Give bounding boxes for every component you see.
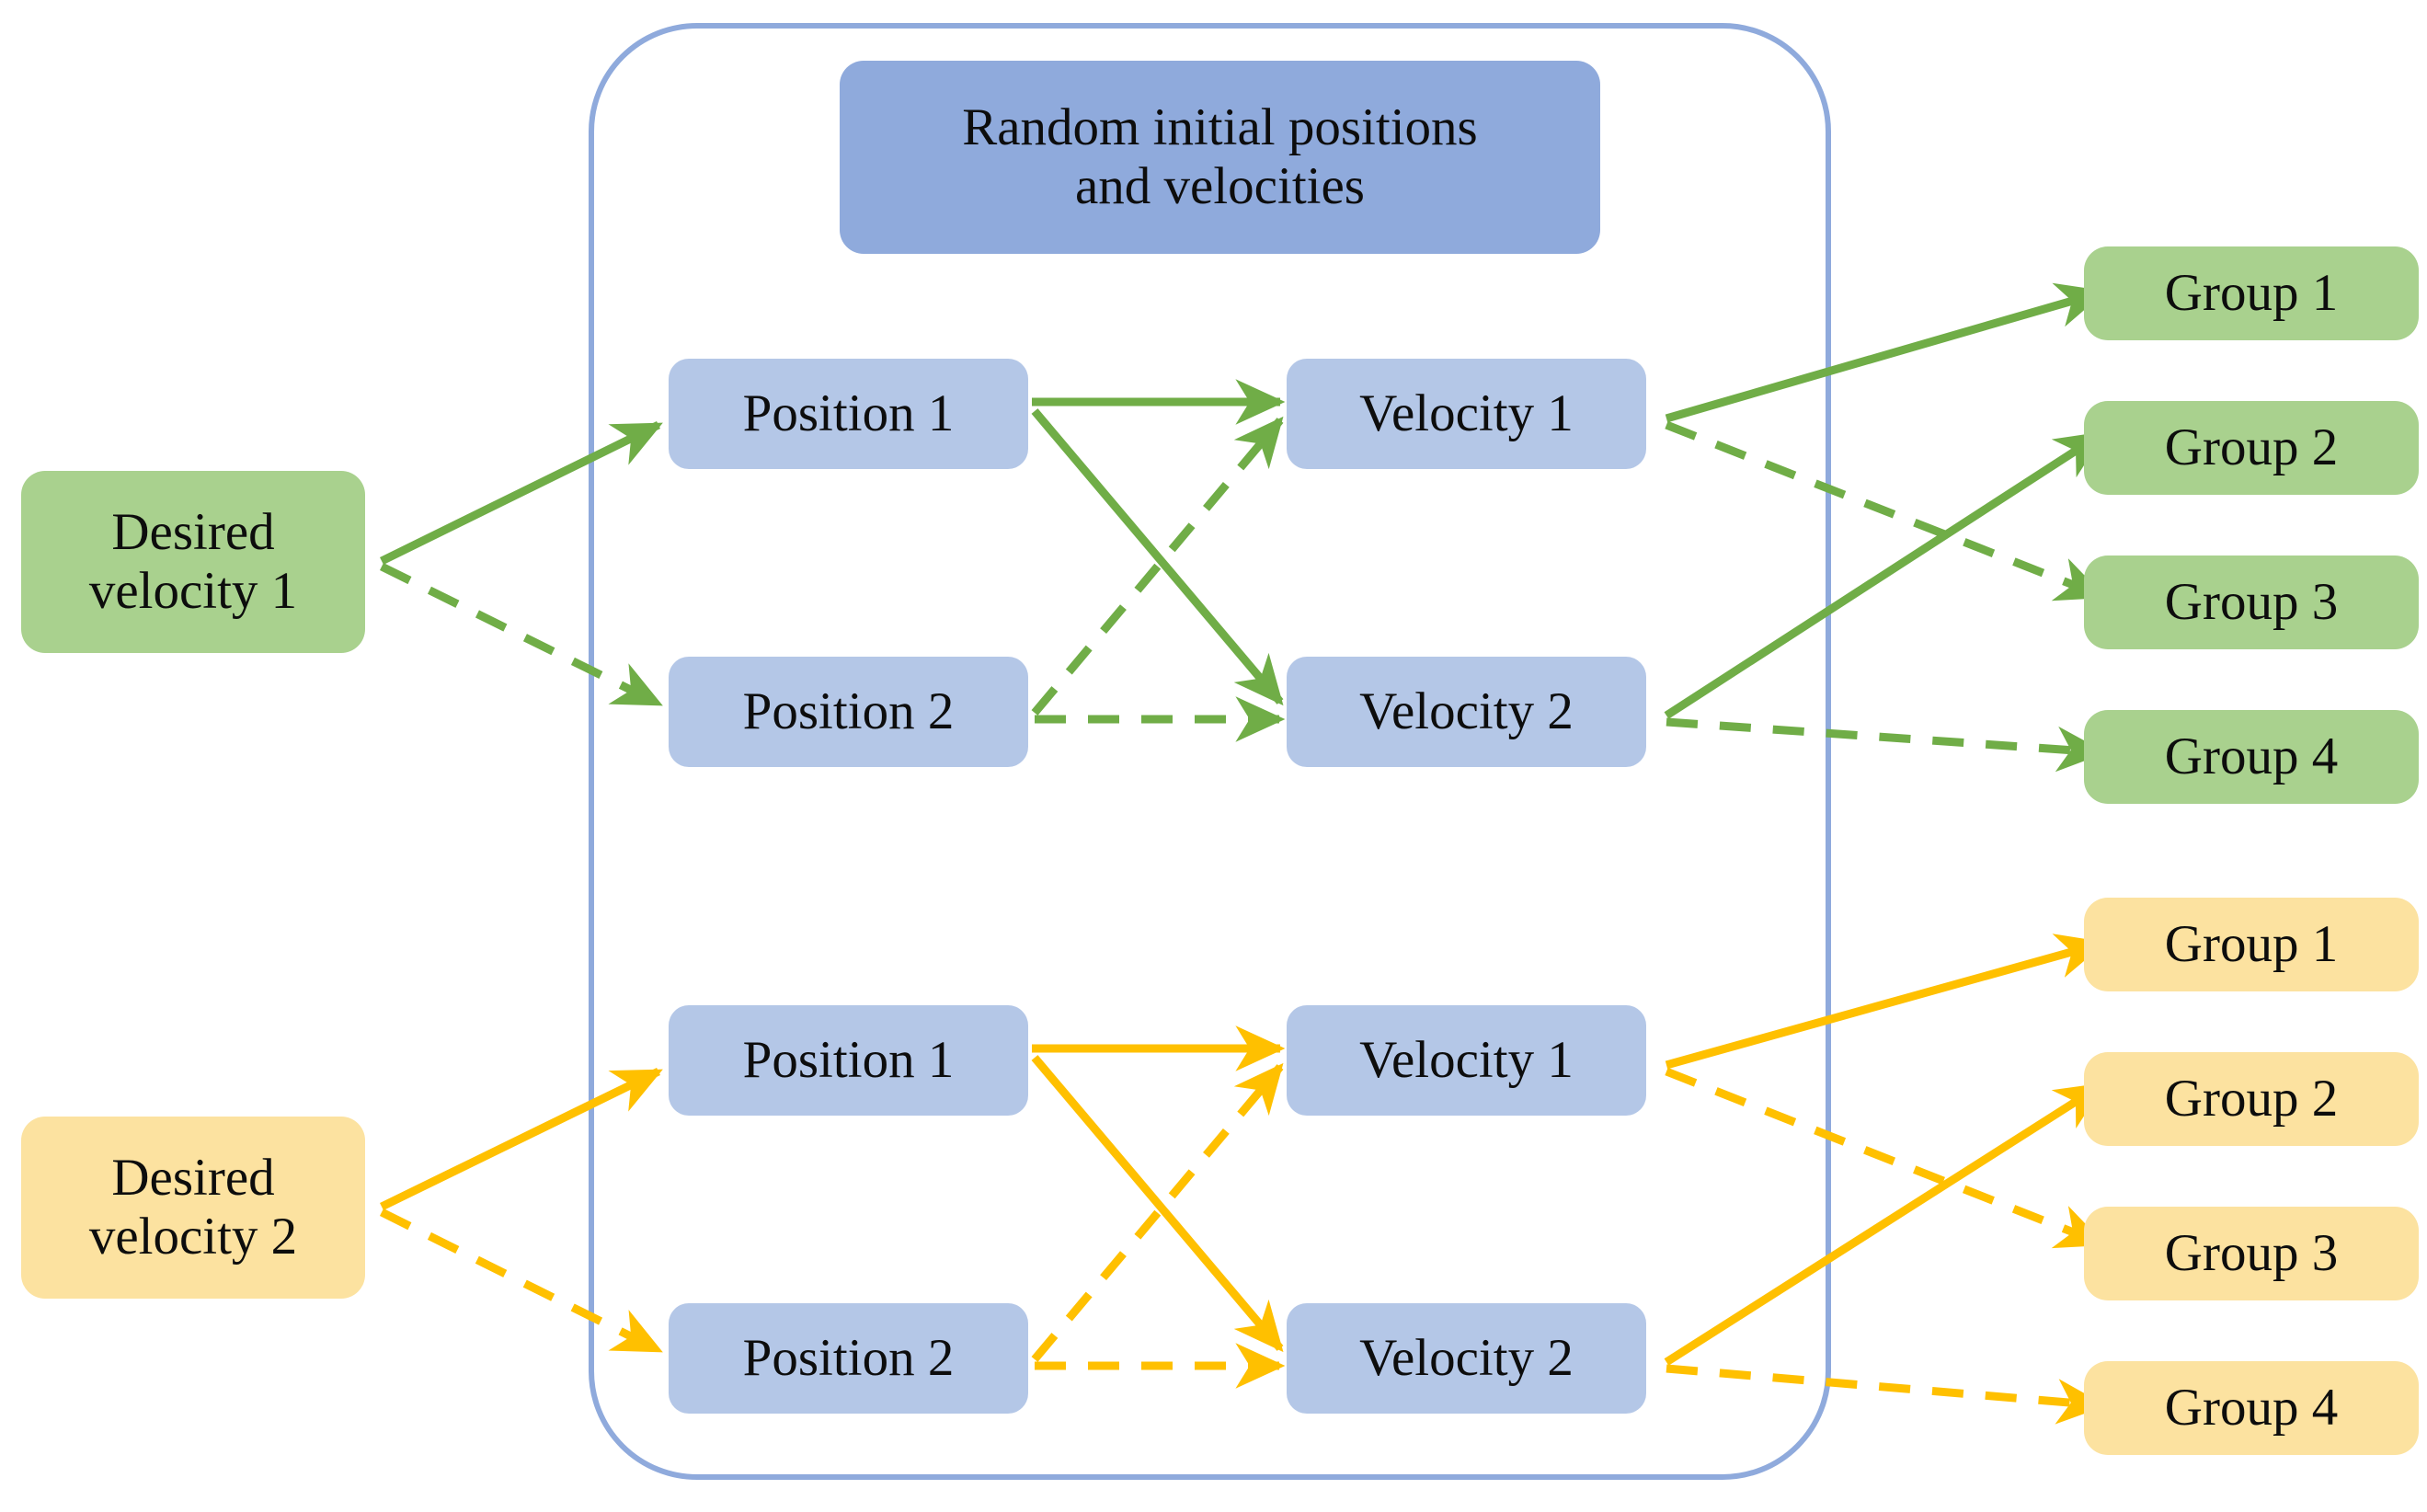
green-velocity-2-box: Velocity 2 — [1287, 657, 1646, 767]
edge-position2-to-velocity1 — [1031, 416, 1284, 716]
green-velocity-2-label: Velocity 2 — [1359, 682, 1574, 741]
random-initial-conditions-box: Random initial positions and velocities — [840, 61, 1600, 254]
green-group-1-label: Group 1 — [2164, 264, 2339, 323]
yellow-edges — [379, 934, 2107, 1425]
edge-velocity2-to-group4 — [1666, 717, 2107, 773]
yellow-group-3-box: Group 3 — [2084, 1207, 2419, 1300]
yellow-group-2-box: Group 2 — [2084, 1052, 2419, 1146]
desired-velocity-1-box: Desired velocity 1 — [21, 471, 365, 653]
green-edges — [380, 282, 2107, 773]
edge-velocity1-to-group1 — [1665, 282, 2107, 423]
edge-dv1-to-position1 — [380, 420, 663, 566]
edge-velocity1-to-group3 — [1665, 420, 2107, 601]
yellow-group-1-label: Group 1 — [2164, 915, 2339, 974]
yellow-position-1-box: Position 1 — [669, 1005, 1028, 1116]
edge-velocity2-to-group2 — [1664, 430, 2106, 719]
green-group-4-box: Group 4 — [2084, 710, 2419, 804]
desired-velocity-1-label: Desired velocity 1 — [88, 503, 298, 620]
green-group-2-label: Group 2 — [2164, 418, 2339, 477]
yellow-velocity-1-box: Velocity 1 — [1287, 1005, 1646, 1116]
random-initial-conditions-label: Random initial positions and velocities — [962, 98, 1478, 215]
edge-velocity2-to-group2-y — [1664, 1082, 2106, 1366]
edge-dv2-to-position1 — [380, 1067, 663, 1211]
edge-velocity1-to-group3-y — [1665, 1067, 2107, 1249]
green-group-2-box: Group 2 — [2084, 401, 2419, 495]
green-group-4-label: Group 4 — [2164, 727, 2339, 786]
yellow-group-1-box: Group 1 — [2084, 898, 2419, 991]
yellow-group-4-label: Group 4 — [2164, 1379, 2339, 1438]
edge-position1-to-velocity2-y — [1031, 1055, 1284, 1353]
edge-dv2-to-position2 — [379, 1208, 663, 1355]
green-group-1-box: Group 1 — [2084, 246, 2419, 340]
yellow-velocity-2-label: Velocity 2 — [1359, 1329, 1574, 1388]
yellow-velocity-2-box: Velocity 2 — [1287, 1303, 1646, 1414]
desired-velocity-2-box: Desired velocity 2 — [21, 1117, 365, 1299]
green-position-1-label: Position 1 — [742, 384, 955, 443]
yellow-position-2-box: Position 2 — [669, 1303, 1028, 1414]
green-position-1-box: Position 1 — [669, 359, 1028, 469]
green-velocity-1-box: Velocity 1 — [1287, 359, 1646, 469]
edge-position1-to-velocity2 — [1031, 408, 1284, 706]
edge-velocity2-to-group4-y — [1666, 1364, 2107, 1425]
edge-position2-to-velocity1-y — [1031, 1062, 1284, 1362]
green-group-3-box: Group 3 — [2084, 556, 2419, 649]
yellow-position-1-label: Position 1 — [742, 1031, 955, 1090]
green-position-2-label: Position 2 — [742, 682, 955, 741]
green-group-3-label: Group 3 — [2164, 573, 2339, 632]
yellow-position-2-label: Position 2 — [742, 1329, 955, 1388]
yellow-group-2-label: Group 2 — [2164, 1070, 2339, 1128]
yellow-group-3-label: Group 3 — [2164, 1224, 2339, 1283]
yellow-group-4-box: Group 4 — [2084, 1361, 2419, 1455]
desired-velocity-2-label: Desired velocity 2 — [88, 1149, 298, 1266]
green-position-2-box: Position 2 — [669, 657, 1028, 767]
edge-dv1-to-position2 — [380, 562, 663, 708]
edge-velocity1-to-group1-y — [1665, 934, 2107, 1070]
green-velocity-1-label: Velocity 1 — [1359, 384, 1574, 443]
yellow-velocity-1-label: Velocity 1 — [1359, 1031, 1574, 1090]
